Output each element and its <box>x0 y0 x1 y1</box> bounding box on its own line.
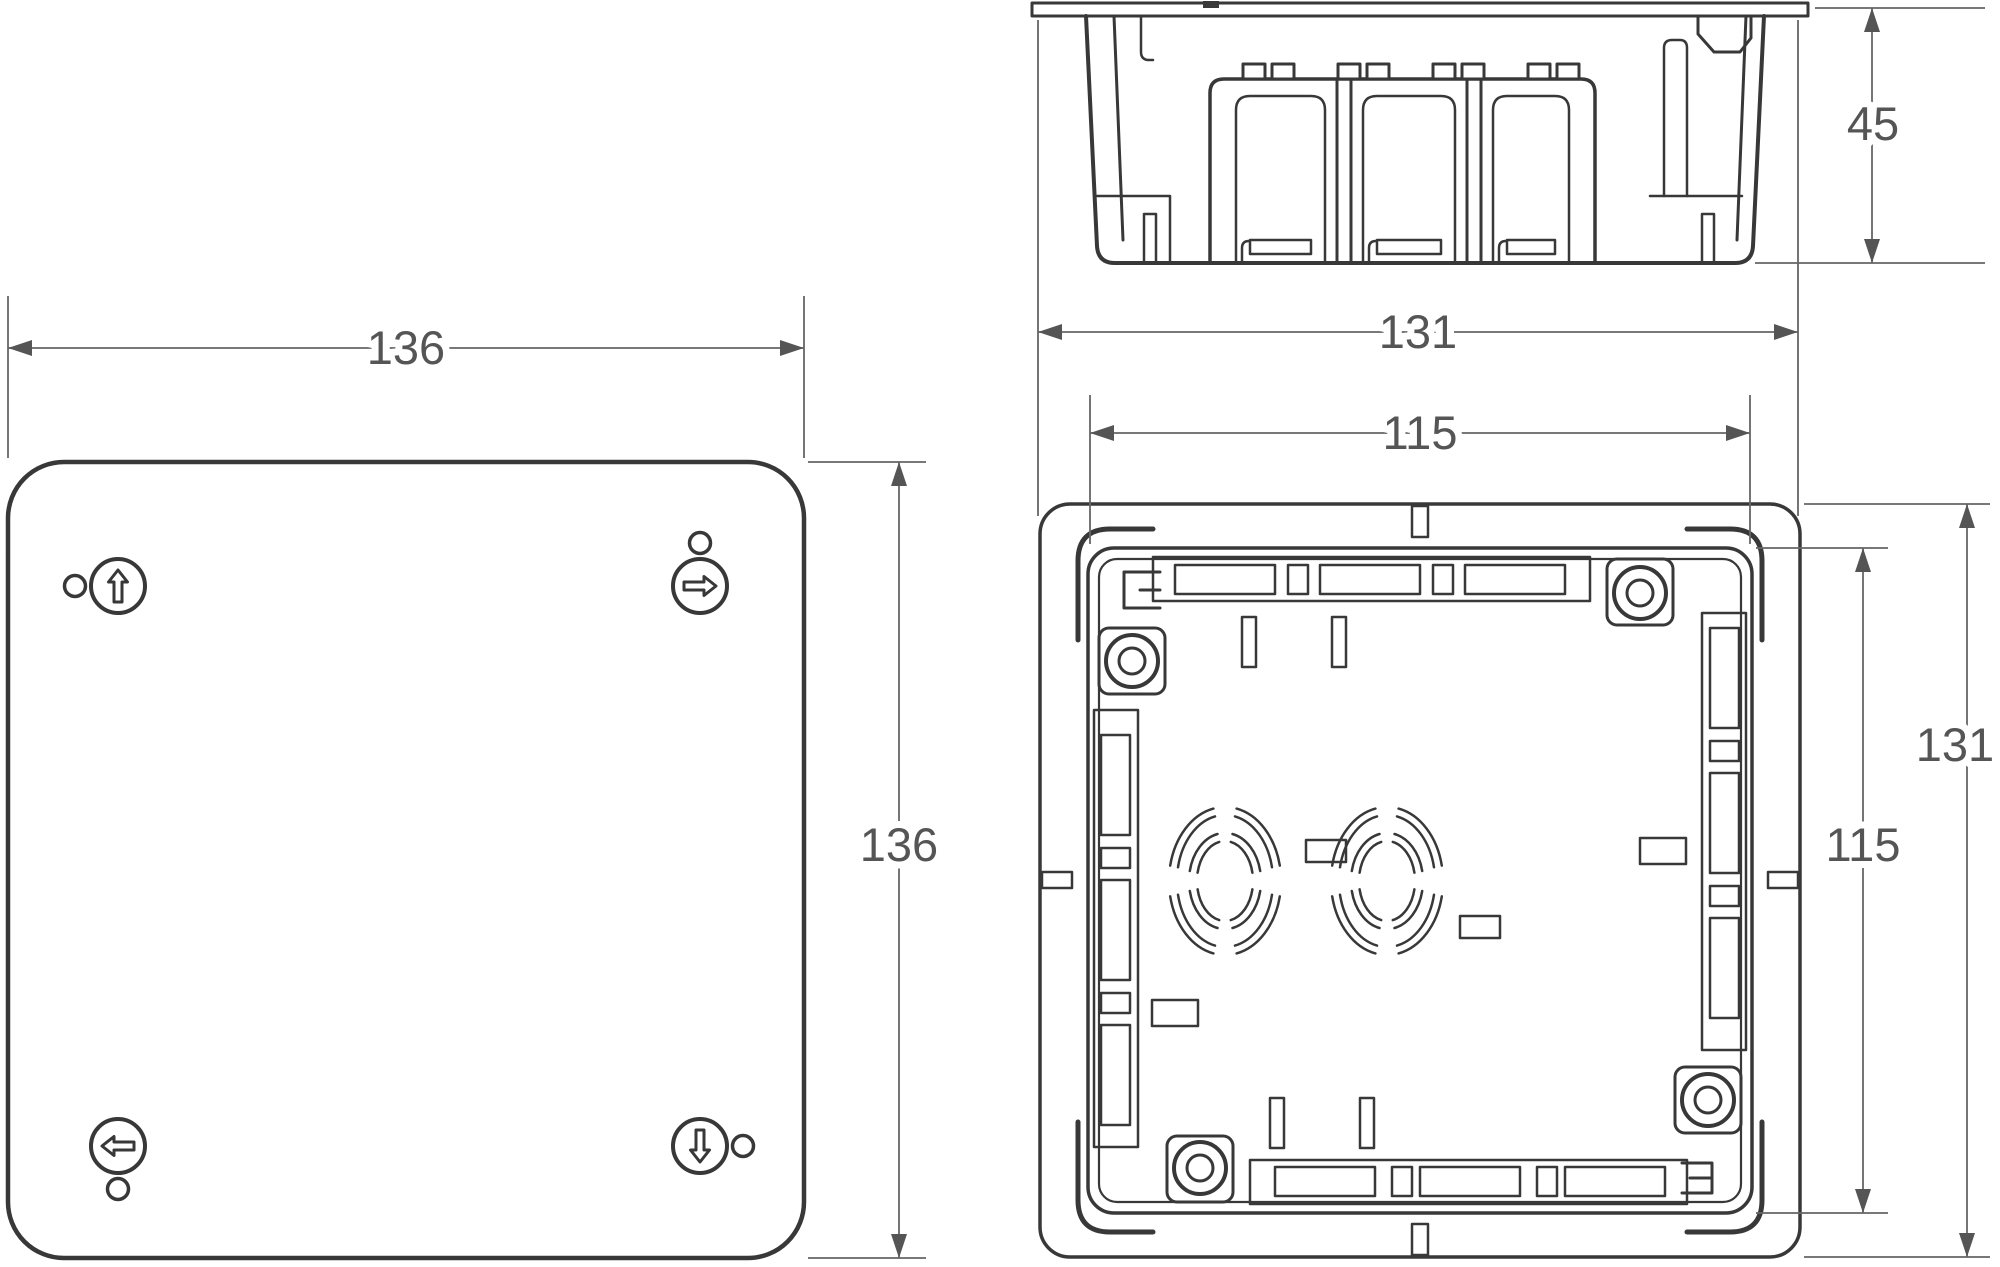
cable-knockout-arc <box>1397 807 1444 867</box>
lid-corner-screw-symbol-top-left <box>62 557 147 615</box>
cable-knockout-arc <box>1235 895 1282 955</box>
side-knockout-cage <box>1208 62 1597 265</box>
cable-knockout-arc <box>1393 832 1424 873</box>
cable-knockout-arc <box>1229 840 1254 874</box>
base-slots <box>1150 615 1688 1150</box>
side-view <box>1030 1 1810 265</box>
dim-lid-height: 136 <box>860 818 938 871</box>
cable-knockout-arc <box>1231 832 1262 873</box>
cable-knockout-arc <box>1350 889 1381 930</box>
cable-knockout-arc <box>1358 888 1383 922</box>
cable-knockout-arc <box>1338 815 1379 869</box>
cable-knockout-arc <box>1233 815 1274 869</box>
lid-corner-screw-symbol-bottom-left <box>89 1117 147 1202</box>
cable-knockout-arc <box>1196 888 1221 922</box>
dim-box-outer-width: 131 <box>1379 305 1457 358</box>
dim-box-outer-height: 131 <box>1916 718 1994 771</box>
cable-knockout-arc <box>1393 889 1424 930</box>
screw-boss-top-right <box>1605 557 1675 627</box>
cable-knockout-arc <box>1233 893 1274 947</box>
cable-knockout-arc <box>1338 893 1379 947</box>
cable-knockout-arc <box>1176 815 1217 869</box>
cable-knockout-arc <box>1196 840 1221 874</box>
box-inner-wall <box>1086 546 1754 1215</box>
cable-knockout-arc <box>1397 895 1444 955</box>
cable-knockout-arc <box>1188 832 1219 873</box>
knockout-strips <box>1092 555 1748 1206</box>
cable-knockout-arc <box>1231 889 1262 930</box>
cable-knockout-arc <box>1395 893 1436 947</box>
open-box-view <box>1038 502 1802 1259</box>
dimension-lines <box>7 7 1990 1259</box>
dim-box-inner-height: 115 <box>1826 818 1901 871</box>
lid-corner-screw-symbol-top-right <box>671 530 729 615</box>
cable-knockout-arc <box>1395 815 1436 869</box>
cable-knockout-arc <box>1176 893 1217 947</box>
cable-knockout-arc <box>1235 807 1282 867</box>
screw-boss-bottom-right <box>1673 1065 1743 1195</box>
side-flange <box>1030 1 1810 18</box>
cable-knockout-arc <box>1391 840 1416 874</box>
corner-brackets <box>1075 526 1765 1235</box>
cable-knockouts <box>1168 807 1444 955</box>
cable-knockout-arc <box>1330 807 1377 867</box>
dim-lid-width: 136 <box>367 321 445 374</box>
cable-knockout-arc <box>1358 840 1383 874</box>
cable-knockout-arc <box>1391 888 1416 922</box>
cable-knockout-arc <box>1330 895 1377 955</box>
side-body-outline <box>1084 14 1766 265</box>
front-cover-view <box>5 459 807 1261</box>
dim-depth: 45 <box>1847 97 1899 150</box>
lid-corner-screw-symbol-bottom-right <box>671 1117 756 1175</box>
dimension-arrows <box>8 8 1975 1258</box>
box-outer-frame <box>1038 502 1802 1259</box>
cable-knockout-arc <box>1168 807 1215 867</box>
cable-knockout-arc <box>1168 895 1215 955</box>
cable-knockout-arc <box>1229 888 1254 922</box>
dimension-labels: 136 136 45 131 115 131 115 <box>360 90 2000 878</box>
side-corner-clip <box>1696 14 1753 54</box>
screw-boss-bottom-left <box>1165 1134 1235 1204</box>
cable-knockout-arc <box>1350 832 1381 873</box>
screw-boss-top-left <box>1097 570 1167 696</box>
cable-knockout-arc <box>1188 889 1219 930</box>
dim-box-inner-width: 115 <box>1383 406 1458 459</box>
